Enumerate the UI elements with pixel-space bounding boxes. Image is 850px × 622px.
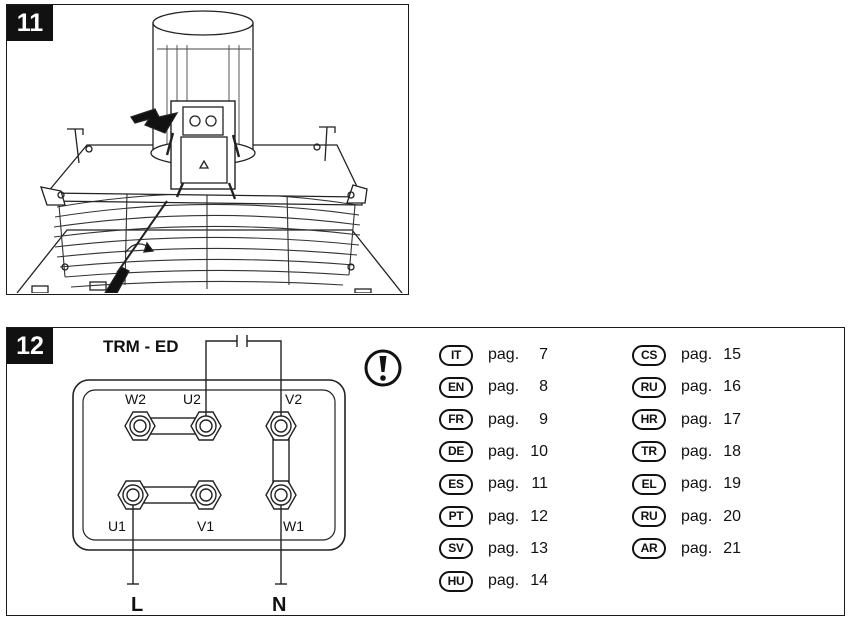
language-entry: PT pag. 12 [439, 506, 548, 528]
page-word: pag. [681, 378, 713, 396]
page-number: 15 [723, 346, 741, 363]
page-number: 14 [530, 572, 548, 590]
language-code-badge: TR [632, 441, 666, 463]
terminal-label-w2: W2 [125, 391, 146, 407]
language-entry: CS pag. 15 [632, 344, 741, 366]
language-entry: IT pag. 7 [439, 344, 548, 366]
page-word: pag. [488, 475, 520, 493]
page-number: 13 [530, 539, 548, 557]
wiring-diagram: TRM - ED [72, 335, 346, 616]
page-word: pag. [488, 572, 520, 590]
figure-12-panel: 12 TRM - ED [6, 327, 845, 616]
diagram-title: TRM - ED [103, 337, 179, 356]
language-entry: HR pag. 17 [632, 409, 741, 431]
language-entry: HU pag. 14 [439, 570, 548, 592]
language-code-badge: CS [632, 344, 666, 366]
terminal-w2 [124, 411, 156, 441]
page-word: pag. [681, 346, 713, 363]
language-code-badge: SV [439, 538, 473, 560]
terminal-v2 [265, 411, 297, 441]
language-code-badge: AR [632, 538, 666, 560]
supply-leads [127, 505, 287, 585]
page-number: 8 [539, 378, 548, 396]
page-word: pag. [681, 507, 713, 525]
language-code-badge: FR [439, 409, 473, 431]
page-word: pag. [488, 346, 520, 363]
page-word: pag. [681, 442, 713, 460]
terminal-block [72, 379, 346, 551]
language-entry: SV pag. 13 [439, 538, 548, 560]
page-number: 18 [723, 442, 741, 460]
language-entry: TR pag. 18 [632, 441, 741, 463]
page-word: pag. [488, 378, 520, 396]
line-label-n: N [272, 594, 286, 616]
page-word: pag. [488, 410, 520, 428]
page-number: 20 [723, 507, 741, 525]
language-entry: ES pag. 11 [439, 473, 548, 495]
page-number: 19 [723, 475, 741, 493]
language-code-badge: EL [632, 473, 666, 495]
language-code-badge: ES [439, 473, 473, 495]
terminal-label-u2: U2 [183, 391, 201, 407]
terminal-v1 [190, 480, 222, 510]
page-word: pag. [681, 539, 713, 557]
exclamation-circle-icon [364, 349, 402, 387]
language-entry: RU pag. 20 [632, 506, 741, 528]
page-number: 16 [723, 378, 741, 396]
terminal-w1 [265, 480, 297, 510]
language-code-badge: PT [439, 506, 473, 527]
page-word: pag. [488, 539, 520, 557]
terminal-label-u1: U1 [108, 518, 126, 534]
terminal-label-w1: W1 [283, 518, 304, 534]
language-entry: EL pag. 19 [632, 473, 741, 495]
line-label-l: L [131, 594, 143, 616]
terminal-label-v2: V2 [285, 391, 302, 407]
language-entry: EN pag. 8 [439, 376, 548, 398]
language-entry: FR pag. 9 [439, 409, 548, 431]
page-number: 10 [530, 442, 548, 460]
terminal-u2 [190, 411, 222, 441]
page-number: 7 [539, 346, 548, 363]
page-number: 21 [723, 539, 741, 557]
figure-11-panel: 11 [6, 4, 409, 295]
language-code-badge: RU [632, 506, 666, 527]
terminal-u1 [117, 480, 149, 510]
terminal-label-v1: V1 [197, 518, 214, 534]
page-word: pag. [681, 410, 713, 428]
page-number: 11 [531, 475, 548, 493]
page-word: pag. [488, 442, 520, 460]
figure-number-12: 12 [7, 328, 53, 364]
language-code-badge: DE [439, 441, 473, 463]
capacitor [205, 335, 282, 416]
page-word: pag. [488, 507, 520, 525]
motor-fan-illustration [16, 10, 403, 293]
language-code-badge: HU [439, 570, 473, 592]
language-code-badge: RU [632, 376, 666, 398]
page-number: 17 [723, 410, 741, 428]
language-code-badge: IT [439, 344, 473, 366]
figure-number-11: 11 [7, 5, 53, 41]
language-entry: RU pag. 16 [632, 376, 741, 398]
language-code-badge: HR [632, 409, 666, 431]
language-code-badge: EN [439, 376, 473, 398]
language-entry: AR pag. 21 [632, 538, 741, 560]
page-number: 12 [530, 507, 548, 525]
language-entry: DE pag. 10 [439, 441, 548, 463]
page-word: pag. [681, 475, 713, 493]
page-number: 9 [539, 410, 548, 428]
